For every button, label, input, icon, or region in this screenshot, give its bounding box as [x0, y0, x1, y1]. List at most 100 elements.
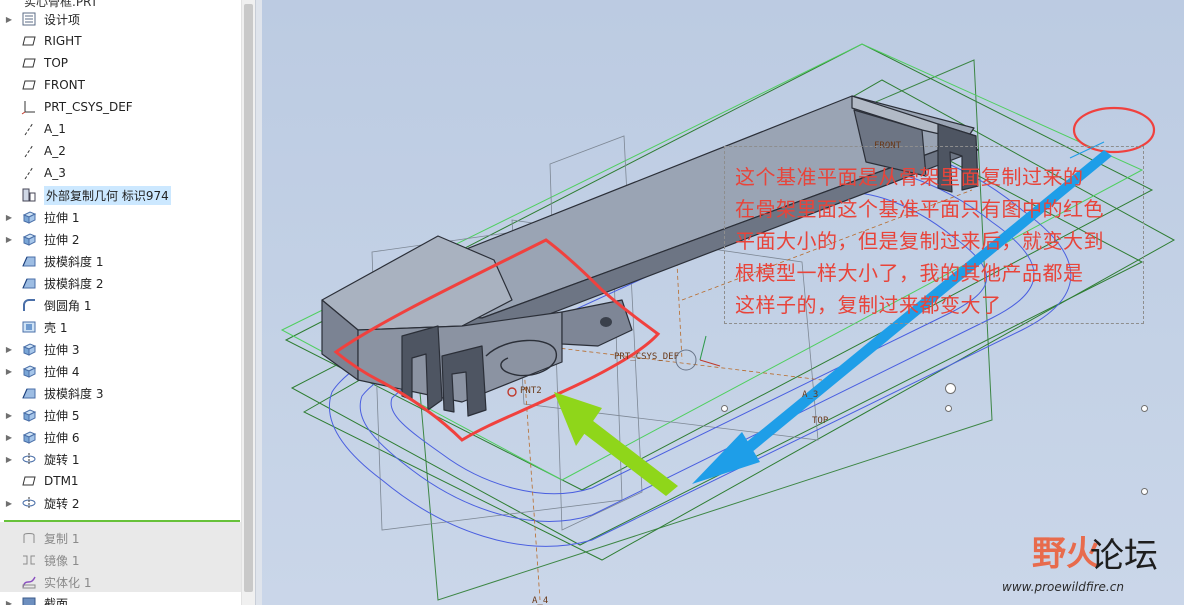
datum-label-csys[interactable]: PRT_CSYS_DEF — [614, 352, 680, 362]
tree-item-label: FRONT — [44, 78, 85, 92]
expand-arrow-icon[interactable]: ▶ — [5, 344, 13, 354]
tree-item-label: 拉伸 2 — [44, 232, 80, 247]
tree-item[interactable]: PRT_CSYS_DEF — [0, 96, 241, 118]
extrude-icon — [20, 407, 38, 423]
annotation-textbox[interactable]: 这个基准平面是从骨架里面复制过来的 在骨架里面这个基准平面只有图中的红色 平面大… — [724, 146, 1144, 324]
copy-geom-icon — [20, 187, 38, 203]
insert-here-marker[interactable] — [4, 520, 240, 522]
draft-icon — [20, 385, 38, 401]
graphics-viewport[interactable]: FRONT PRT_CSYS_DEF A_3 TOP A_4 PNT2 这个基准… — [262, 0, 1184, 605]
datum-label-top[interactable]: TOP — [812, 416, 829, 426]
tree-item[interactable]: ▶拉伸 4 — [0, 360, 241, 382]
tree-item-label: 拉伸 6 — [44, 430, 80, 445]
tree-item[interactable]: 壳 1 — [0, 316, 241, 338]
draft-icon — [20, 253, 38, 269]
expand-arrow-icon[interactable]: ▶ — [5, 498, 13, 508]
layers-icon — [20, 11, 38, 27]
textbox-handle-mr[interactable] — [1141, 488, 1148, 495]
revolve-icon — [20, 495, 38, 511]
tree-item-label: TOP — [44, 56, 69, 70]
tree-item-label: 外部复制几何 标识974 — [44, 185, 171, 205]
datum-label-a4[interactable]: A_4 — [532, 596, 549, 605]
axis-a1 — [673, 205, 683, 361]
extrude-icon — [20, 209, 38, 225]
tree-item[interactable]: ▶ 拉伸 1 — [0, 206, 241, 228]
tree-item-suppressed[interactable]: 实体化 1 — [0, 571, 241, 593]
tree-item-label: RIGHT — [44, 34, 82, 48]
tree-item-label: A_1 — [44, 122, 66, 136]
expand-arrow-icon[interactable]: ▶ — [5, 14, 13, 24]
round-icon — [20, 297, 38, 313]
tree-item[interactable]: ▶ 拉伸 6 — [0, 426, 241, 448]
part-hook-front — [937, 123, 979, 193]
tree-item-label: 壳 1 — [44, 320, 68, 335]
textbox-handle-tl[interactable] — [721, 405, 728, 412]
expand-arrow-icon[interactable]: ▶ — [5, 454, 13, 464]
expand-arrow-icon[interactable]: ▶ — [5, 234, 13, 244]
tree-item-label: 拉伸 5 — [44, 408, 80, 423]
part-hole-tab — [600, 317, 612, 327]
tree-item[interactable]: A_3 — [0, 162, 241, 184]
expand-arrow-icon[interactable]: ▶ — [5, 212, 13, 222]
tree-item-label: 旋转 2 — [44, 496, 80, 511]
expand-arrow-icon[interactable]: ▶ — [5, 598, 13, 605]
tree-item[interactable]: DTM1 — [0, 470, 241, 492]
datum-label-pnt2[interactable]: PNT2 — [520, 386, 542, 396]
tree-item-suppressed[interactable]: 复制 1 — [0, 527, 241, 549]
forum-watermark: 野火 论坛 www.proewildfire.cn — [1002, 522, 1182, 602]
tree-item[interactable]: A_1 — [0, 118, 241, 140]
csys-icon — [20, 99, 38, 115]
tree-item[interactable]: RIGHT — [0, 30, 241, 52]
tree-item[interactable]: 拔模斜度 3 — [0, 382, 241, 404]
tree-root-label[interactable]: 实心骨框.PRT — [24, 0, 98, 9]
tree-item[interactable]: ▶ 旋转 2 — [0, 492, 241, 514]
textbox-handle-tr[interactable] — [1141, 405, 1148, 412]
tree-scrollbar-thumb[interactable] — [244, 4, 253, 592]
shell-icon — [20, 319, 38, 335]
part-tab — [561, 299, 633, 347]
expand-arrow-icon[interactable]: ▶ — [5, 366, 13, 376]
copy-icon — [20, 530, 38, 546]
tree-item[interactable]: ▶ 设计项 — [0, 8, 241, 30]
expand-arrow-icon[interactable]: ▶ — [5, 410, 13, 420]
tree-item-label: 镜像 1 — [44, 553, 80, 568]
tree-item-section[interactable]: ▶ 截面 — [0, 592, 241, 605]
tree-item[interactable]: 拔模斜度 1 — [0, 250, 241, 272]
tree-item[interactable]: ▶旋转 1 — [0, 448, 241, 470]
datum-plane-icon — [20, 77, 38, 93]
tree-item[interactable]: 外部复制几何 标识974 — [0, 184, 241, 206]
tree-item-label: DTM1 — [44, 474, 79, 488]
tree-scrollbar[interactable] — [241, 0, 255, 605]
csys-y-axis — [699, 335, 707, 361]
datum-plane-icon — [20, 55, 38, 71]
extrude-icon — [20, 231, 38, 247]
datum-label-a3[interactable]: A_3 — [802, 390, 819, 400]
tree-item[interactable]: ▶拉伸 3 — [0, 338, 241, 360]
tree-item[interactable]: ▶ 拉伸 2 — [0, 228, 241, 250]
section-icon — [20, 595, 38, 605]
tree-item[interactable]: 拔模斜度 2 — [0, 272, 241, 294]
note-line-3: 平面大小的，但是复制过来后，就变大到 — [735, 229, 1104, 253]
tree-item[interactable]: ▶ 拉伸 5 — [0, 404, 241, 426]
tree-item-label: 截面 — [44, 596, 69, 605]
tree-item-label: 拉伸 1 — [44, 210, 80, 225]
tree-item[interactable]: A_2 — [0, 140, 241, 162]
tree-item-label: 拔模斜度 2 — [44, 276, 104, 291]
textbox-rotate-handle[interactable] — [945, 383, 956, 394]
tree-item[interactable]: FRONT — [0, 74, 241, 96]
green-arrow — [554, 392, 678, 496]
tree-item-label: 拔模斜度 3 — [44, 386, 104, 401]
pane-divider[interactable] — [255, 0, 262, 605]
expand-arrow-icon[interactable]: ▶ — [5, 432, 13, 442]
tree-item[interactable]: TOP — [0, 52, 241, 74]
light-green-plane — [280, 43, 1144, 481]
tree-item-suppressed[interactable]: 镜像 1 — [0, 549, 241, 571]
part-hook-side — [853, 109, 927, 177]
part-u-notch-left — [401, 325, 443, 411]
tree-item[interactable]: 倒圆角 1 — [0, 294, 241, 316]
datum-axis-icon — [20, 143, 38, 159]
model-tree[interactable]: 实心骨框.PRT ▶ 设计项 RIGHT TOP FRONT PRT_CSYS_DEF A_… — [0, 0, 255, 605]
textbox-handle-tc[interactable] — [945, 405, 952, 412]
suppressed-features-region — [0, 522, 241, 592]
tree-item-label: 设计项 — [44, 12, 81, 27]
